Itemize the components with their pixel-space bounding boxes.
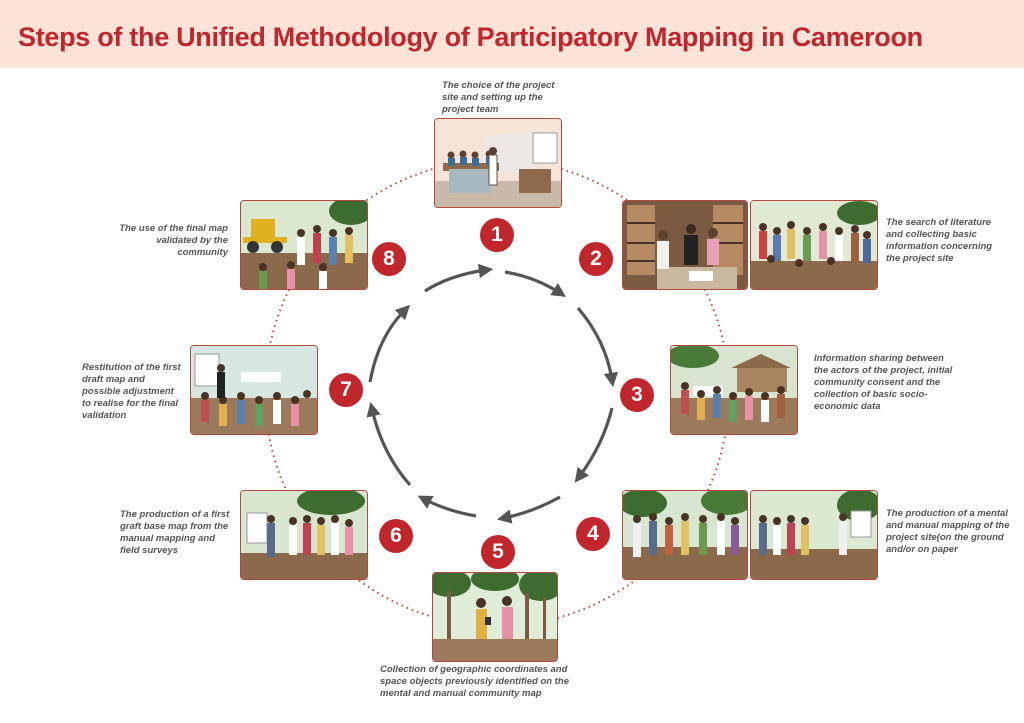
step-2b-illustration bbox=[750, 200, 878, 290]
arrow-4-5 bbox=[496, 495, 561, 524]
header-band: Steps of the Unified Methodology of Part… bbox=[0, 0, 1024, 68]
step-6-number: 6 bbox=[379, 519, 413, 553]
arrow-8-1 bbox=[424, 263, 494, 293]
step-8-illustration bbox=[240, 200, 368, 290]
step-1-illustration bbox=[434, 118, 562, 208]
cycle-arrows bbox=[366, 263, 619, 524]
step-7-number: 7 bbox=[329, 373, 363, 407]
step-6-illustration bbox=[240, 490, 368, 580]
step-8-number: 8 bbox=[372, 242, 406, 276]
arrow-1-2 bbox=[504, 270, 567, 297]
arrow-6-7 bbox=[366, 401, 412, 487]
arrow-5-6 bbox=[417, 495, 477, 518]
step-2-number: 2 bbox=[579, 242, 613, 276]
step-1-number: 1 bbox=[480, 218, 514, 252]
step-2a-illustration bbox=[622, 200, 748, 290]
step-3-illustration bbox=[670, 345, 798, 435]
step-2-caption: The search of literature and collecting … bbox=[886, 217, 993, 264]
step-7-illustration bbox=[190, 345, 318, 435]
step-5-illustration bbox=[432, 572, 558, 662]
step-3-caption: Information sharing between the actors o… bbox=[814, 353, 953, 412]
step-8-caption: The use of the final map validated by th… bbox=[119, 223, 228, 258]
arrow-2-3 bbox=[576, 306, 619, 388]
step-4b-illustration bbox=[750, 490, 878, 580]
arrow-7-8 bbox=[368, 304, 411, 383]
step-6-caption: The production of a first graft base map… bbox=[120, 509, 230, 556]
step-3-number: 3 bbox=[620, 378, 654, 412]
step-4a-illustration bbox=[622, 490, 748, 580]
step-7-caption: Restitution of the first draft map and p… bbox=[82, 362, 181, 421]
page-title: Steps of the Unified Methodology of Part… bbox=[18, 22, 923, 52]
arrow-3-4 bbox=[574, 407, 614, 483]
step-1-caption: The choice of the project site and setti… bbox=[442, 80, 555, 115]
step-4-caption: The production of a mental and manual ma… bbox=[886, 508, 1010, 555]
step-5-number: 5 bbox=[481, 535, 515, 569]
step-5-caption: Collection of geographic coordinates and… bbox=[380, 664, 569, 699]
step-4-number: 4 bbox=[576, 517, 610, 551]
